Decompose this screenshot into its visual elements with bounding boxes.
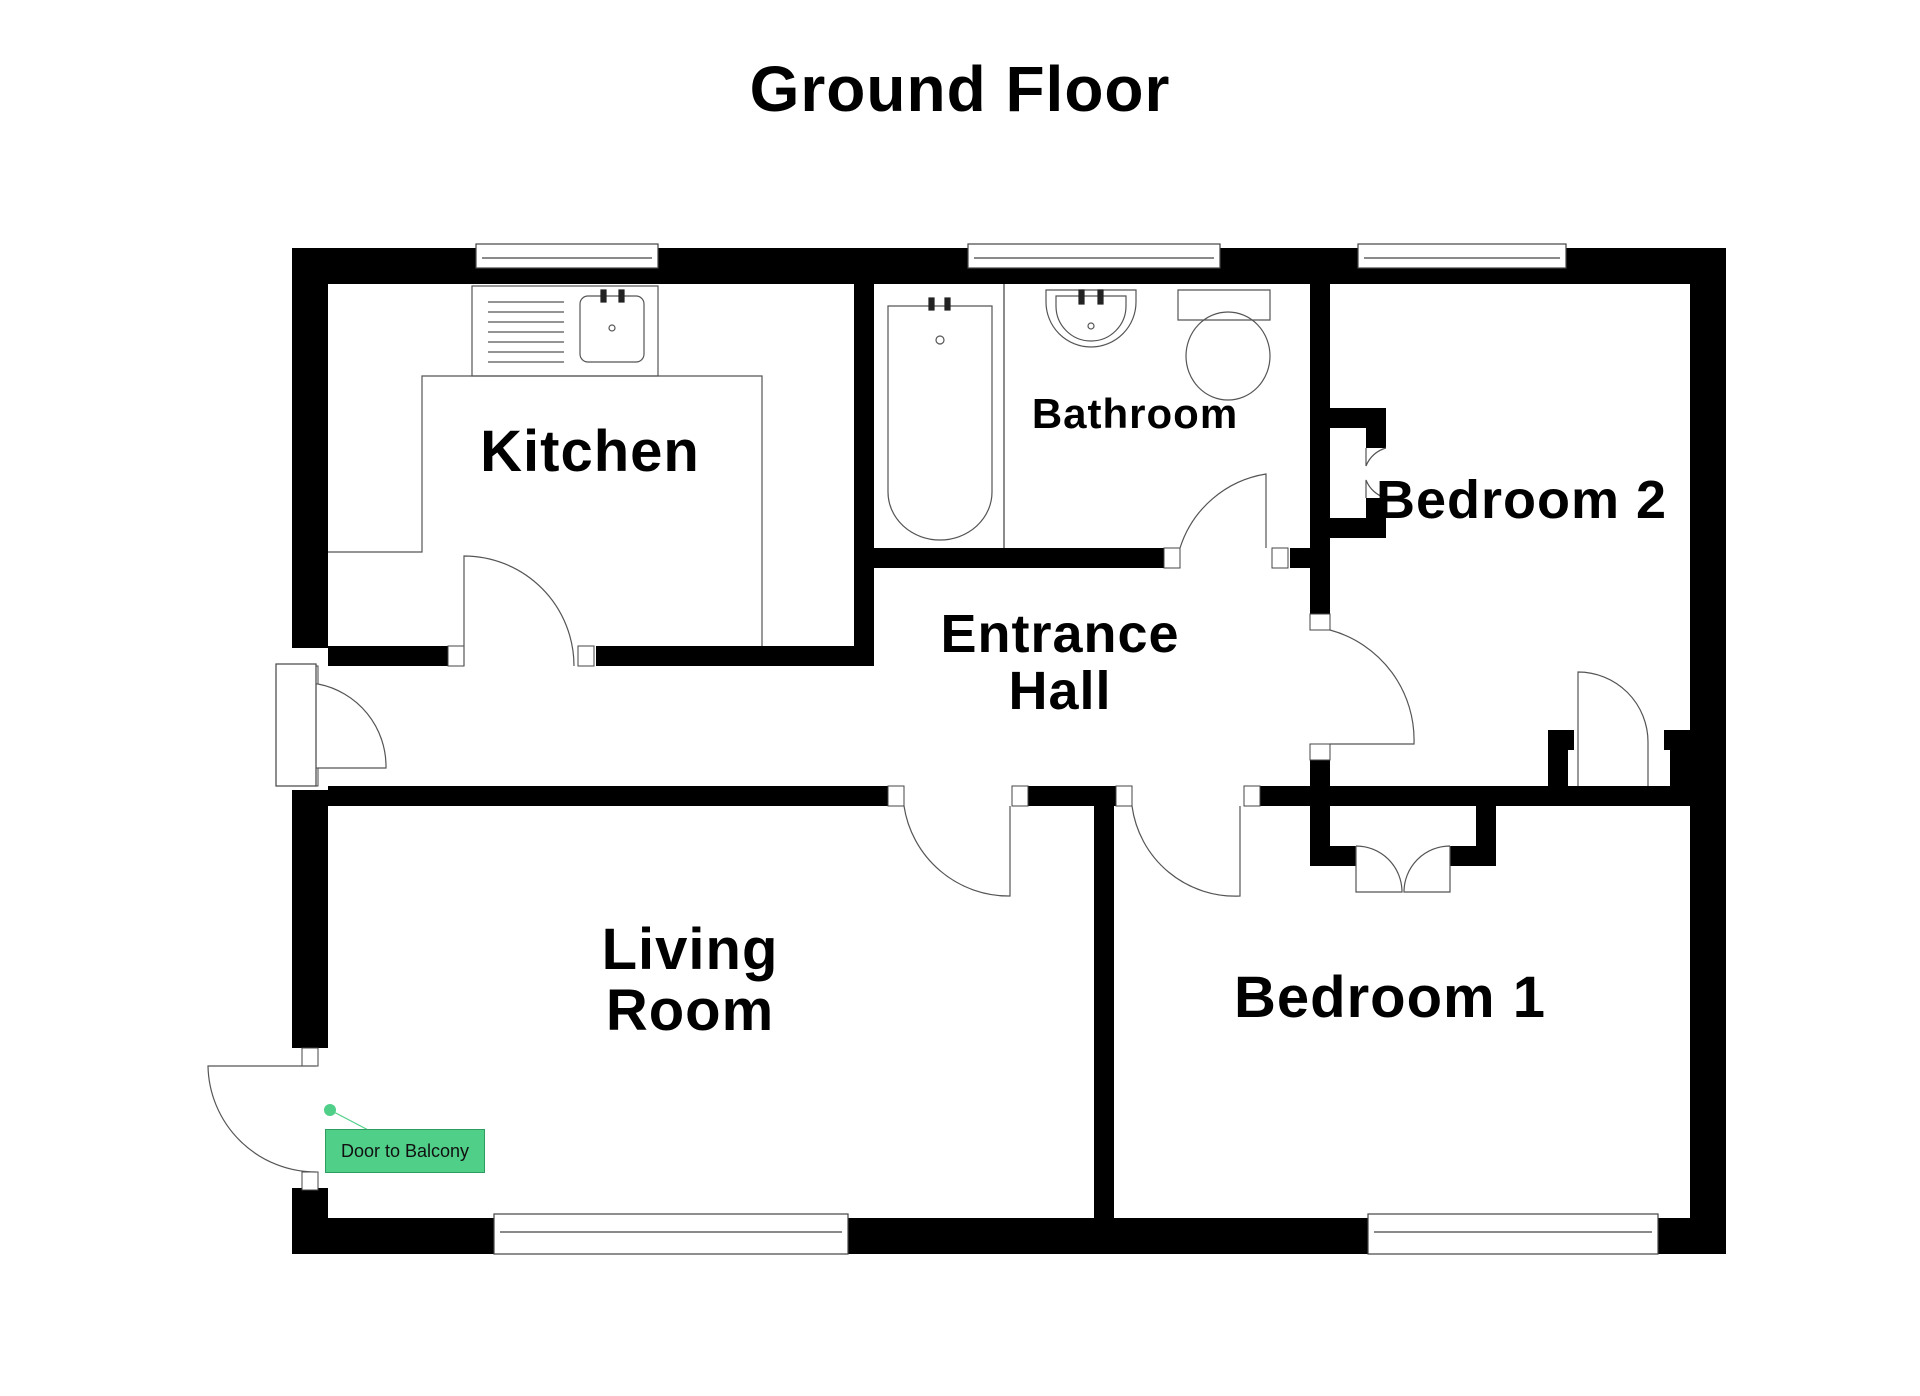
wall-cupboard-right [1670, 730, 1690, 786]
doors [207, 447, 1649, 1173]
windows [275, 243, 1659, 1255]
room-label-living-room-line2: Room [605, 977, 775, 1043]
door-frame-front [275, 663, 317, 787]
room-label-living-room: Living Room [540, 917, 840, 1043]
room-label-entrance-hall: Entrance Hall [900, 606, 1220, 719]
wall-closet-side [1366, 408, 1386, 448]
door-balcony [207, 1065, 317, 1173]
door-closet [1365, 447, 1387, 467]
basin [1045, 289, 1137, 348]
door-wardrobe-right [1403, 845, 1451, 893]
kitchen-counter [328, 375, 763, 646]
door-wardrobe-left [1355, 845, 1403, 893]
room-label-bedroom-1: Bedroom 1 [1234, 965, 1546, 1030]
wall-left-upper [292, 248, 328, 648]
room-label-entrance-hall-line1: Entrance [940, 604, 1180, 664]
wall-hall-bottom-a [328, 786, 888, 806]
door-bathroom [1179, 473, 1267, 549]
wall-wardrobe-rb [1450, 846, 1496, 866]
toilet-bowl [1185, 311, 1271, 401]
window-living [493, 1213, 849, 1255]
window-bedroom1 [1367, 1213, 1659, 1255]
kitchen-sink-unit [471, 285, 659, 377]
wall-bath-bottom-b [1290, 548, 1310, 568]
room-label-kitchen: Kitchen [480, 419, 700, 484]
bathtub [887, 305, 993, 541]
room-label-entrance-hall-line2: Hall [1008, 660, 1112, 721]
wall-left-lower [292, 790, 328, 1048]
door-front [317, 683, 387, 769]
wall-closet-side2 [1366, 498, 1386, 538]
room-label-living-room-line1: Living [601, 917, 779, 982]
wall-bath-bottom-a [874, 548, 1164, 568]
wall-kitchen-bottom-b [596, 646, 874, 666]
window-bathroom [967, 243, 1221, 269]
window-kitchen [475, 243, 659, 269]
wall-wardrobe-lb [1310, 846, 1356, 866]
wall-cupboard-lefttop [1548, 730, 1574, 750]
wall-hall-bottom-c [1094, 806, 1114, 1218]
door-cupboard [1577, 671, 1649, 786]
annotation-pin [324, 1104, 373, 1133]
kitchen-drainer [488, 301, 564, 363]
toilet-cistern [1177, 289, 1271, 321]
door-kitchen [463, 555, 575, 667]
wall-kitchen-bottom-a [328, 646, 448, 666]
door-bedroom1 [1131, 805, 1241, 897]
kitchen-fixtures [328, 285, 763, 646]
page-title: Ground Floor [749, 53, 1171, 125]
wall-right [1690, 248, 1726, 1254]
wall-bed2-left-a [1310, 284, 1330, 614]
annotation-door-to-balcony[interactable]: Door to Balcony [325, 1129, 485, 1173]
bathroom-fixtures [887, 284, 1271, 548]
wall-hall-bottom-b [1028, 786, 1116, 806]
room-label-bedroom-2: Bedroom 2 [1376, 472, 1668, 529]
door-living [903, 805, 1011, 897]
room-label-bathroom: Bathroom [1031, 390, 1239, 437]
door-closet-b [1365, 479, 1387, 499]
wall-kitchen-right [854, 284, 874, 664]
window-bedroom2 [1357, 243, 1567, 269]
wall-bed2-bottom [1260, 786, 1690, 806]
door-bedroom2 [1329, 629, 1415, 745]
kitchen-sink-bowl [579, 295, 645, 363]
